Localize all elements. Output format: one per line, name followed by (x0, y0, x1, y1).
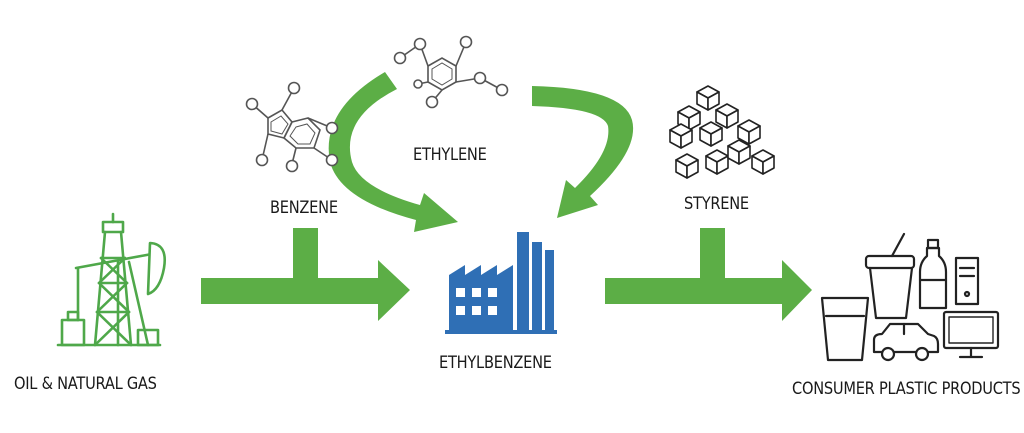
cube (727, 139, 751, 165)
label-styrene: STYRENE (684, 194, 749, 214)
arrow-ethylene-right (532, 86, 634, 218)
arrow-benzene-to-factory (201, 228, 410, 321)
label-ethylbenzene: ETHYLBENZENE (439, 353, 552, 373)
label-oil-natural-gas: OIL & NATURAL GAS (14, 374, 157, 394)
cube (715, 103, 739, 129)
label-consumer-plastic-products: CONSUMER PLASTIC PRODUCTS (792, 379, 1021, 399)
arrow-factory-to-consumer (605, 228, 812, 321)
computer-tower-icon (954, 256, 980, 306)
cube (696, 85, 720, 111)
benzene-molecule-icon (245, 81, 339, 173)
cube (699, 121, 723, 147)
cube (675, 153, 699, 179)
cube (669, 123, 693, 149)
drinking-glass-icon (820, 296, 870, 362)
cup-with-straw-icon (864, 232, 916, 320)
car-icon (872, 322, 940, 362)
arrows (201, 72, 812, 321)
label-ethylene: ETHYLENE (413, 145, 487, 165)
label-benzene: BENZENE (270, 198, 338, 218)
factory-icon (445, 232, 557, 334)
arrow-ethylene-left (328, 72, 458, 232)
ethylene-molecule-icon (393, 35, 509, 109)
cube (737, 119, 761, 145)
oil-derrick-pumpjack-icon (56, 212, 166, 347)
cube (751, 149, 775, 175)
bottle-icon (918, 238, 948, 310)
plastic-products-icon (820, 232, 1000, 362)
cube (705, 149, 729, 175)
styrene-cubes-icon (669, 85, 775, 179)
monitor-icon (942, 310, 1000, 359)
